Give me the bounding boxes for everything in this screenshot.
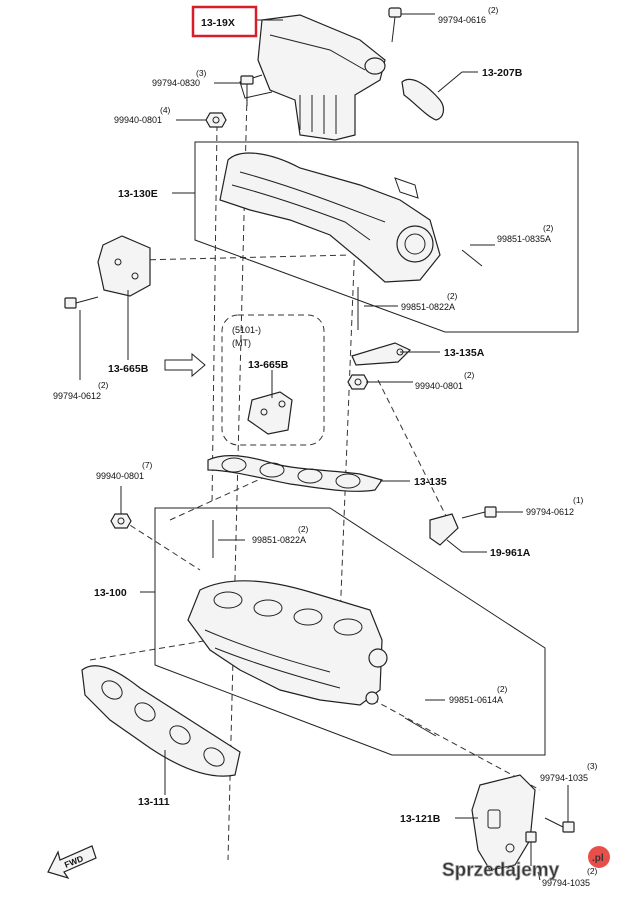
inset-note-transmission: (MT) xyxy=(232,338,251,348)
bolt-left xyxy=(64,296,99,309)
label-13-100: 13-100 xyxy=(94,587,127,599)
qty-99794-1035-b: (2) xyxy=(587,866,598,876)
bracket-inset-part xyxy=(247,391,293,435)
qty-99794-0616: (2) xyxy=(488,5,499,15)
bracket-13-121b-part xyxy=(471,774,536,871)
part-99851-0835a: 99851-0835A xyxy=(497,234,551,244)
bolt-bottom-right-upper xyxy=(544,817,575,833)
gasket-13-135-part xyxy=(207,455,383,492)
qty-99794-0612-right: (1) xyxy=(573,495,584,505)
bracket-left-part xyxy=(97,235,151,297)
part-99794-1035-b: 99794-1035 xyxy=(542,878,590,888)
part-99940-0801-top: 99940-0801 xyxy=(114,115,162,125)
watermark-text: Sprzedajemy xyxy=(442,860,560,881)
part-99794-1035-a: 99794-1035 xyxy=(540,773,588,783)
qty-99851-0614a: (2) xyxy=(497,684,508,694)
part-99851-0822a-bottom: 99851-0822A xyxy=(252,535,306,545)
label-13-135: 13-135 xyxy=(414,476,447,488)
bolt-right xyxy=(461,506,497,519)
lower-manifold-frame xyxy=(154,507,546,756)
watermark-logo-icon xyxy=(588,846,610,868)
lower-manifold-part xyxy=(187,580,388,706)
bolt-top-right xyxy=(388,7,402,43)
qty-99794-0612-left: (2) xyxy=(98,380,109,390)
label-13-121b: 13-121B xyxy=(400,813,441,825)
part-99940-0801-left: 99940-0801 xyxy=(96,471,144,481)
nut-mid xyxy=(347,374,369,390)
inset-note-serial: (5101-) xyxy=(232,325,261,335)
label-13-19x: 13-19X xyxy=(201,17,235,29)
hatched-arrow xyxy=(164,352,206,378)
label-13-135a: 13-135A xyxy=(444,347,485,359)
stud-upper-right xyxy=(461,249,483,267)
fastener-labels: (2) 99794-0616 (3) 99794-0830 (4) 99940-… xyxy=(53,5,598,888)
label-13-665b-left: 13-665B xyxy=(108,363,149,375)
part-99794-0612-right: 99794-0612 xyxy=(526,507,574,517)
qty-99940-0801-top: (4) xyxy=(160,105,171,115)
part-99940-0801-mid: 99940-0801 xyxy=(415,381,463,391)
qty-99851-0822a-bottom: (2) xyxy=(298,524,309,534)
label-13-130e: 13-130E xyxy=(118,188,158,200)
label-19-961a: 19-961A xyxy=(490,547,531,559)
stud-lower-right xyxy=(404,717,437,737)
part-99794-0612-left: 99794-0612 xyxy=(53,391,101,401)
label-13-665b-inset: 13-665B xyxy=(248,359,289,371)
part-99851-0822a-top: 99851-0822A xyxy=(401,302,455,312)
watermark: Sprzedajemy .pl xyxy=(442,846,610,881)
clip-19-961a-part xyxy=(429,513,459,546)
bolt-top-left xyxy=(240,75,254,106)
part-99851-0614a: 99851-0614A xyxy=(449,695,503,705)
qty-99851-0822a-top: (2) xyxy=(447,291,458,301)
bolt-bottom-right-lower xyxy=(525,831,537,866)
part-99794-0830: 99794-0830 xyxy=(152,78,200,88)
upper-intake-part xyxy=(219,152,441,283)
leader-lines xyxy=(79,13,569,881)
nut-left xyxy=(110,513,132,529)
qty-99794-1035-a: (3) xyxy=(587,761,598,771)
upper-intake-frame xyxy=(194,141,579,333)
watermark-suffix: .pl xyxy=(592,853,604,864)
gasket-13-111-part xyxy=(81,665,241,777)
resonator-part xyxy=(239,14,386,141)
bracket-13-135a-part xyxy=(351,342,412,366)
highlight-box xyxy=(191,5,258,38)
qty-99940-0801-left: (7) xyxy=(142,460,153,470)
part-99794-0616: 99794-0616 xyxy=(438,15,486,25)
qty-99940-0801-mid: (2) xyxy=(464,370,475,380)
label-13-111: 13-111 xyxy=(138,796,170,808)
hose-part xyxy=(401,78,445,121)
qty-99794-0830: (3) xyxy=(196,68,207,78)
forward-direction-arrow: FWD xyxy=(47,845,97,880)
qty-99851-0835a: (2) xyxy=(543,223,554,233)
inset-box xyxy=(221,314,325,446)
part-labels: 13-19X 13-207B 13-130E 13-665B 13-665B 1… xyxy=(94,17,531,825)
nut-top xyxy=(205,112,227,128)
label-13-207b: 13-207B xyxy=(482,67,523,79)
